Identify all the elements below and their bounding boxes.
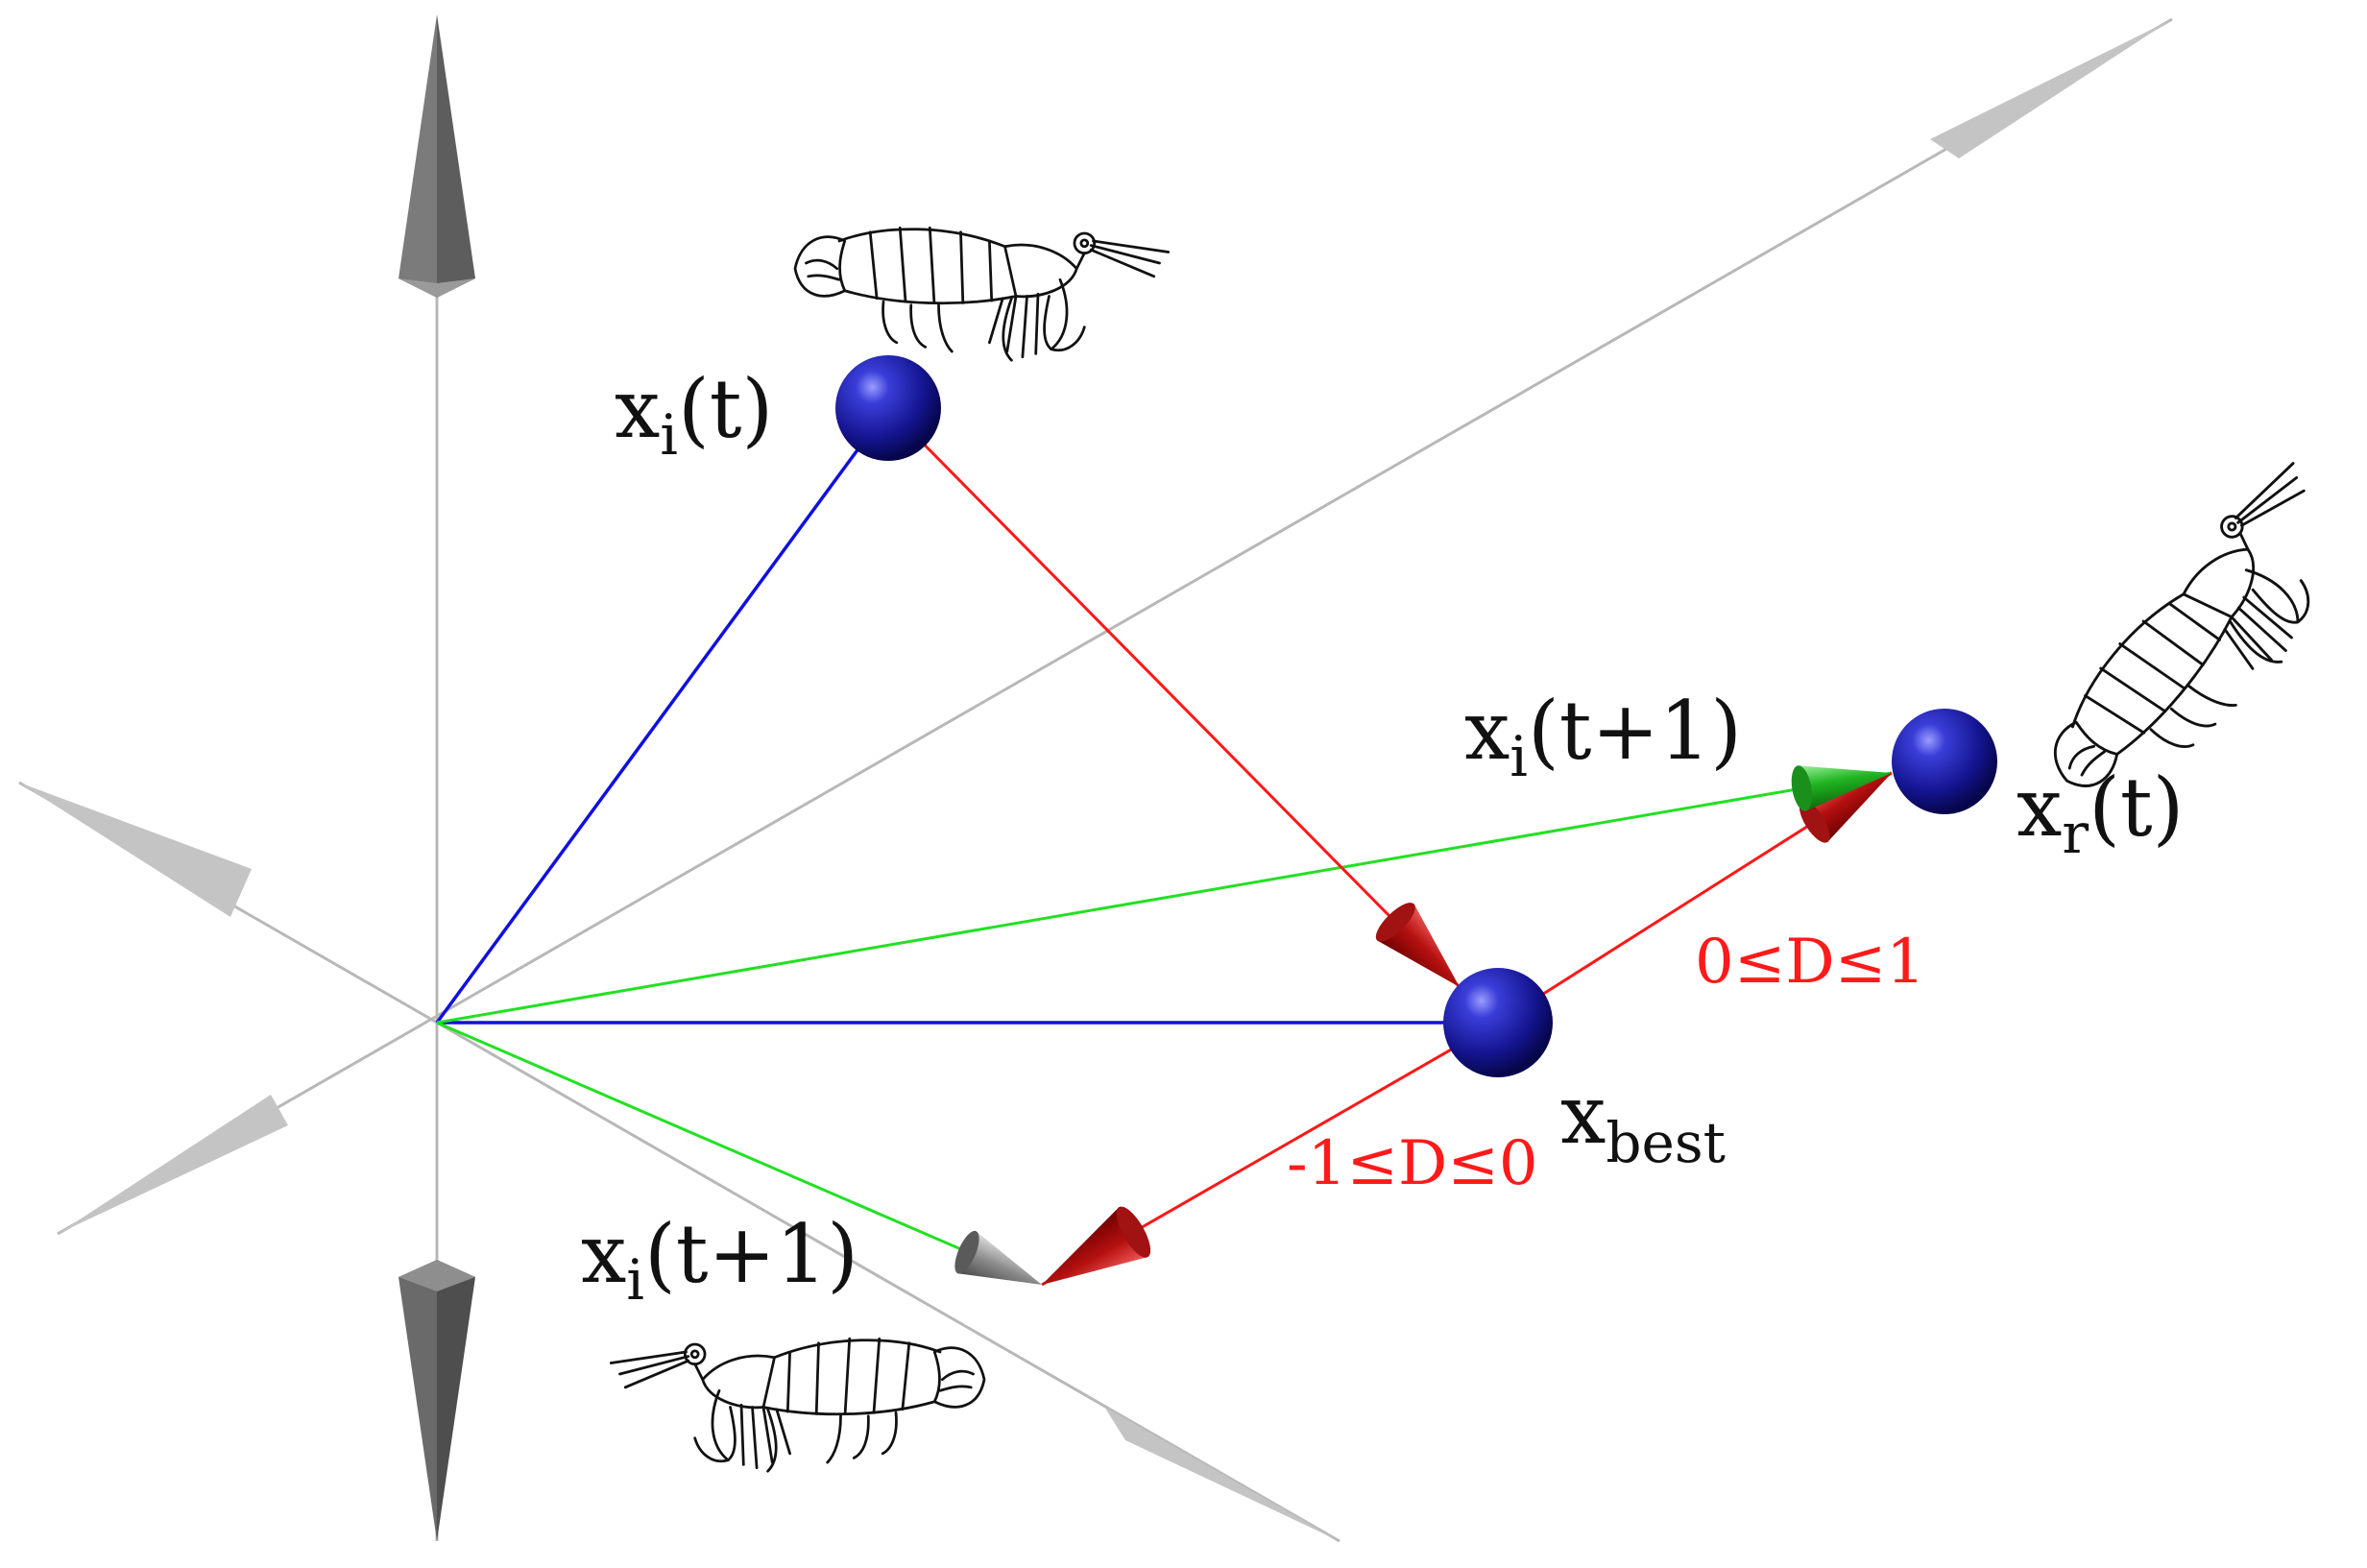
axis-arrow-upper-right [1930,19,2172,158]
red-cone-to-xr [1799,773,1892,843]
green-line-origin-to-new [436,1021,1000,1267]
axis-arrow-lower-left [58,1095,288,1234]
label-xi-t: xi(t) [615,362,773,468]
axis-arrow-up [399,14,475,298]
blue-line-origin-to-xi [435,406,890,1025]
red-cone-to-xbest [1375,903,1460,987]
green-cone-to-xr [1791,765,1892,811]
sphere-xr-t [1892,709,1997,814]
sphere-xi-t [835,355,941,461]
red-line-xi-to-xbest [886,406,1461,989]
label-xr-t: xr(t) [2017,760,2184,866]
label-xbest: xbest [1560,1068,1726,1175]
green-line-origin-to-xr [436,771,1893,1025]
cone-arrowheads [954,765,1892,1285]
condition-negative: -1≤D≤0 [1287,1128,1538,1199]
sphere-xbest [1443,968,1553,1077]
axis-arrow-upper-left [19,783,252,917]
red-cone-to-new-position [1042,1206,1151,1285]
axis-arrow-lower-right [1104,1407,1340,1541]
condition-positive: 0≤D≤1 [1695,927,1925,998]
mantis-shrimp-icon [793,226,1171,362]
axes [18,14,2173,1543]
axis-diagonal-lower [18,781,1340,1543]
label-xi-t1-upper: xi(t+1) [1464,684,1742,789]
label-xi-t1-lower: xi(t+1) [581,1207,858,1313]
axis-diagonal-upper [57,17,2173,1236]
mantis-shrimp-icon [609,1337,986,1473]
points [835,355,1997,1077]
axis-arrow-down [399,1260,475,1541]
gray-cone-new-position [954,1230,1042,1285]
mantis-shrimp-icon [2032,446,2367,842]
